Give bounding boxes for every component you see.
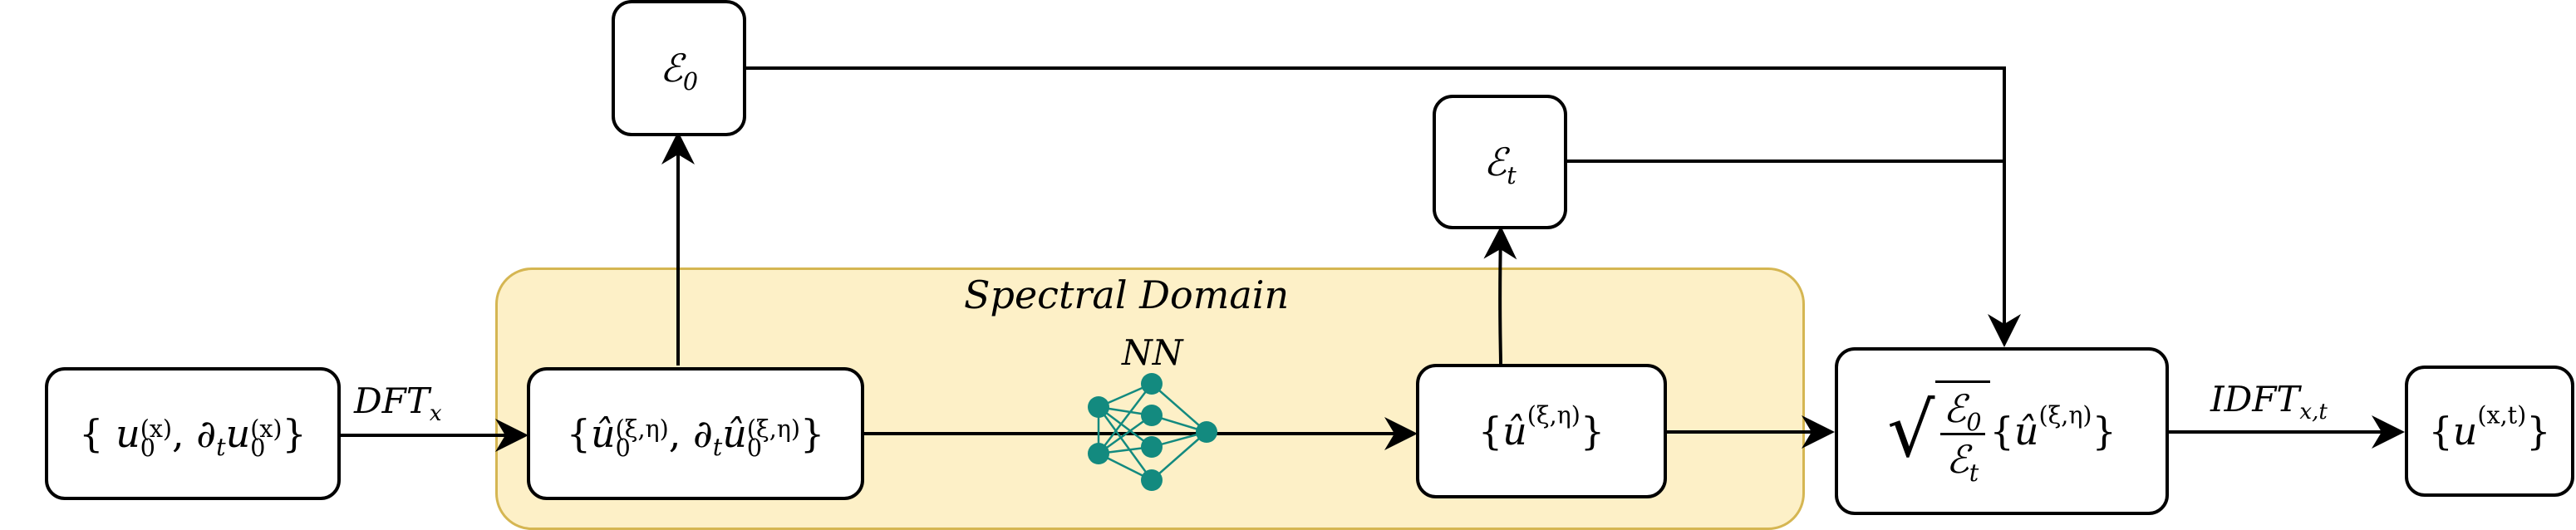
output-node: {u(x,t)} xyxy=(2405,366,2574,497)
edge-to-energy-t xyxy=(1483,226,1517,365)
dft-label: DFTx xyxy=(354,380,442,427)
scaled-output-node: √ ℰ0 ℰt {û(ξ,η)} xyxy=(1835,347,2169,515)
spectral-initial-node: {û(ξ,η)0, ∂tû(ξ,η)0} xyxy=(527,367,864,500)
edge-energy0-to-scaled xyxy=(746,66,2021,347)
nn-label: NN xyxy=(1122,332,1183,373)
energy-t-node: ℰt xyxy=(1433,95,1567,229)
energy0-node: ℰ0 xyxy=(612,0,746,136)
idft-label: IDFTx,t xyxy=(2210,379,2328,425)
spectral-domain-label: Spectral Domain xyxy=(964,272,1290,317)
input-node: { u(x)0, ∂tu(x)0} xyxy=(45,367,341,500)
spectral-prediction-node: {û(ξ,η)} xyxy=(1416,364,1667,498)
